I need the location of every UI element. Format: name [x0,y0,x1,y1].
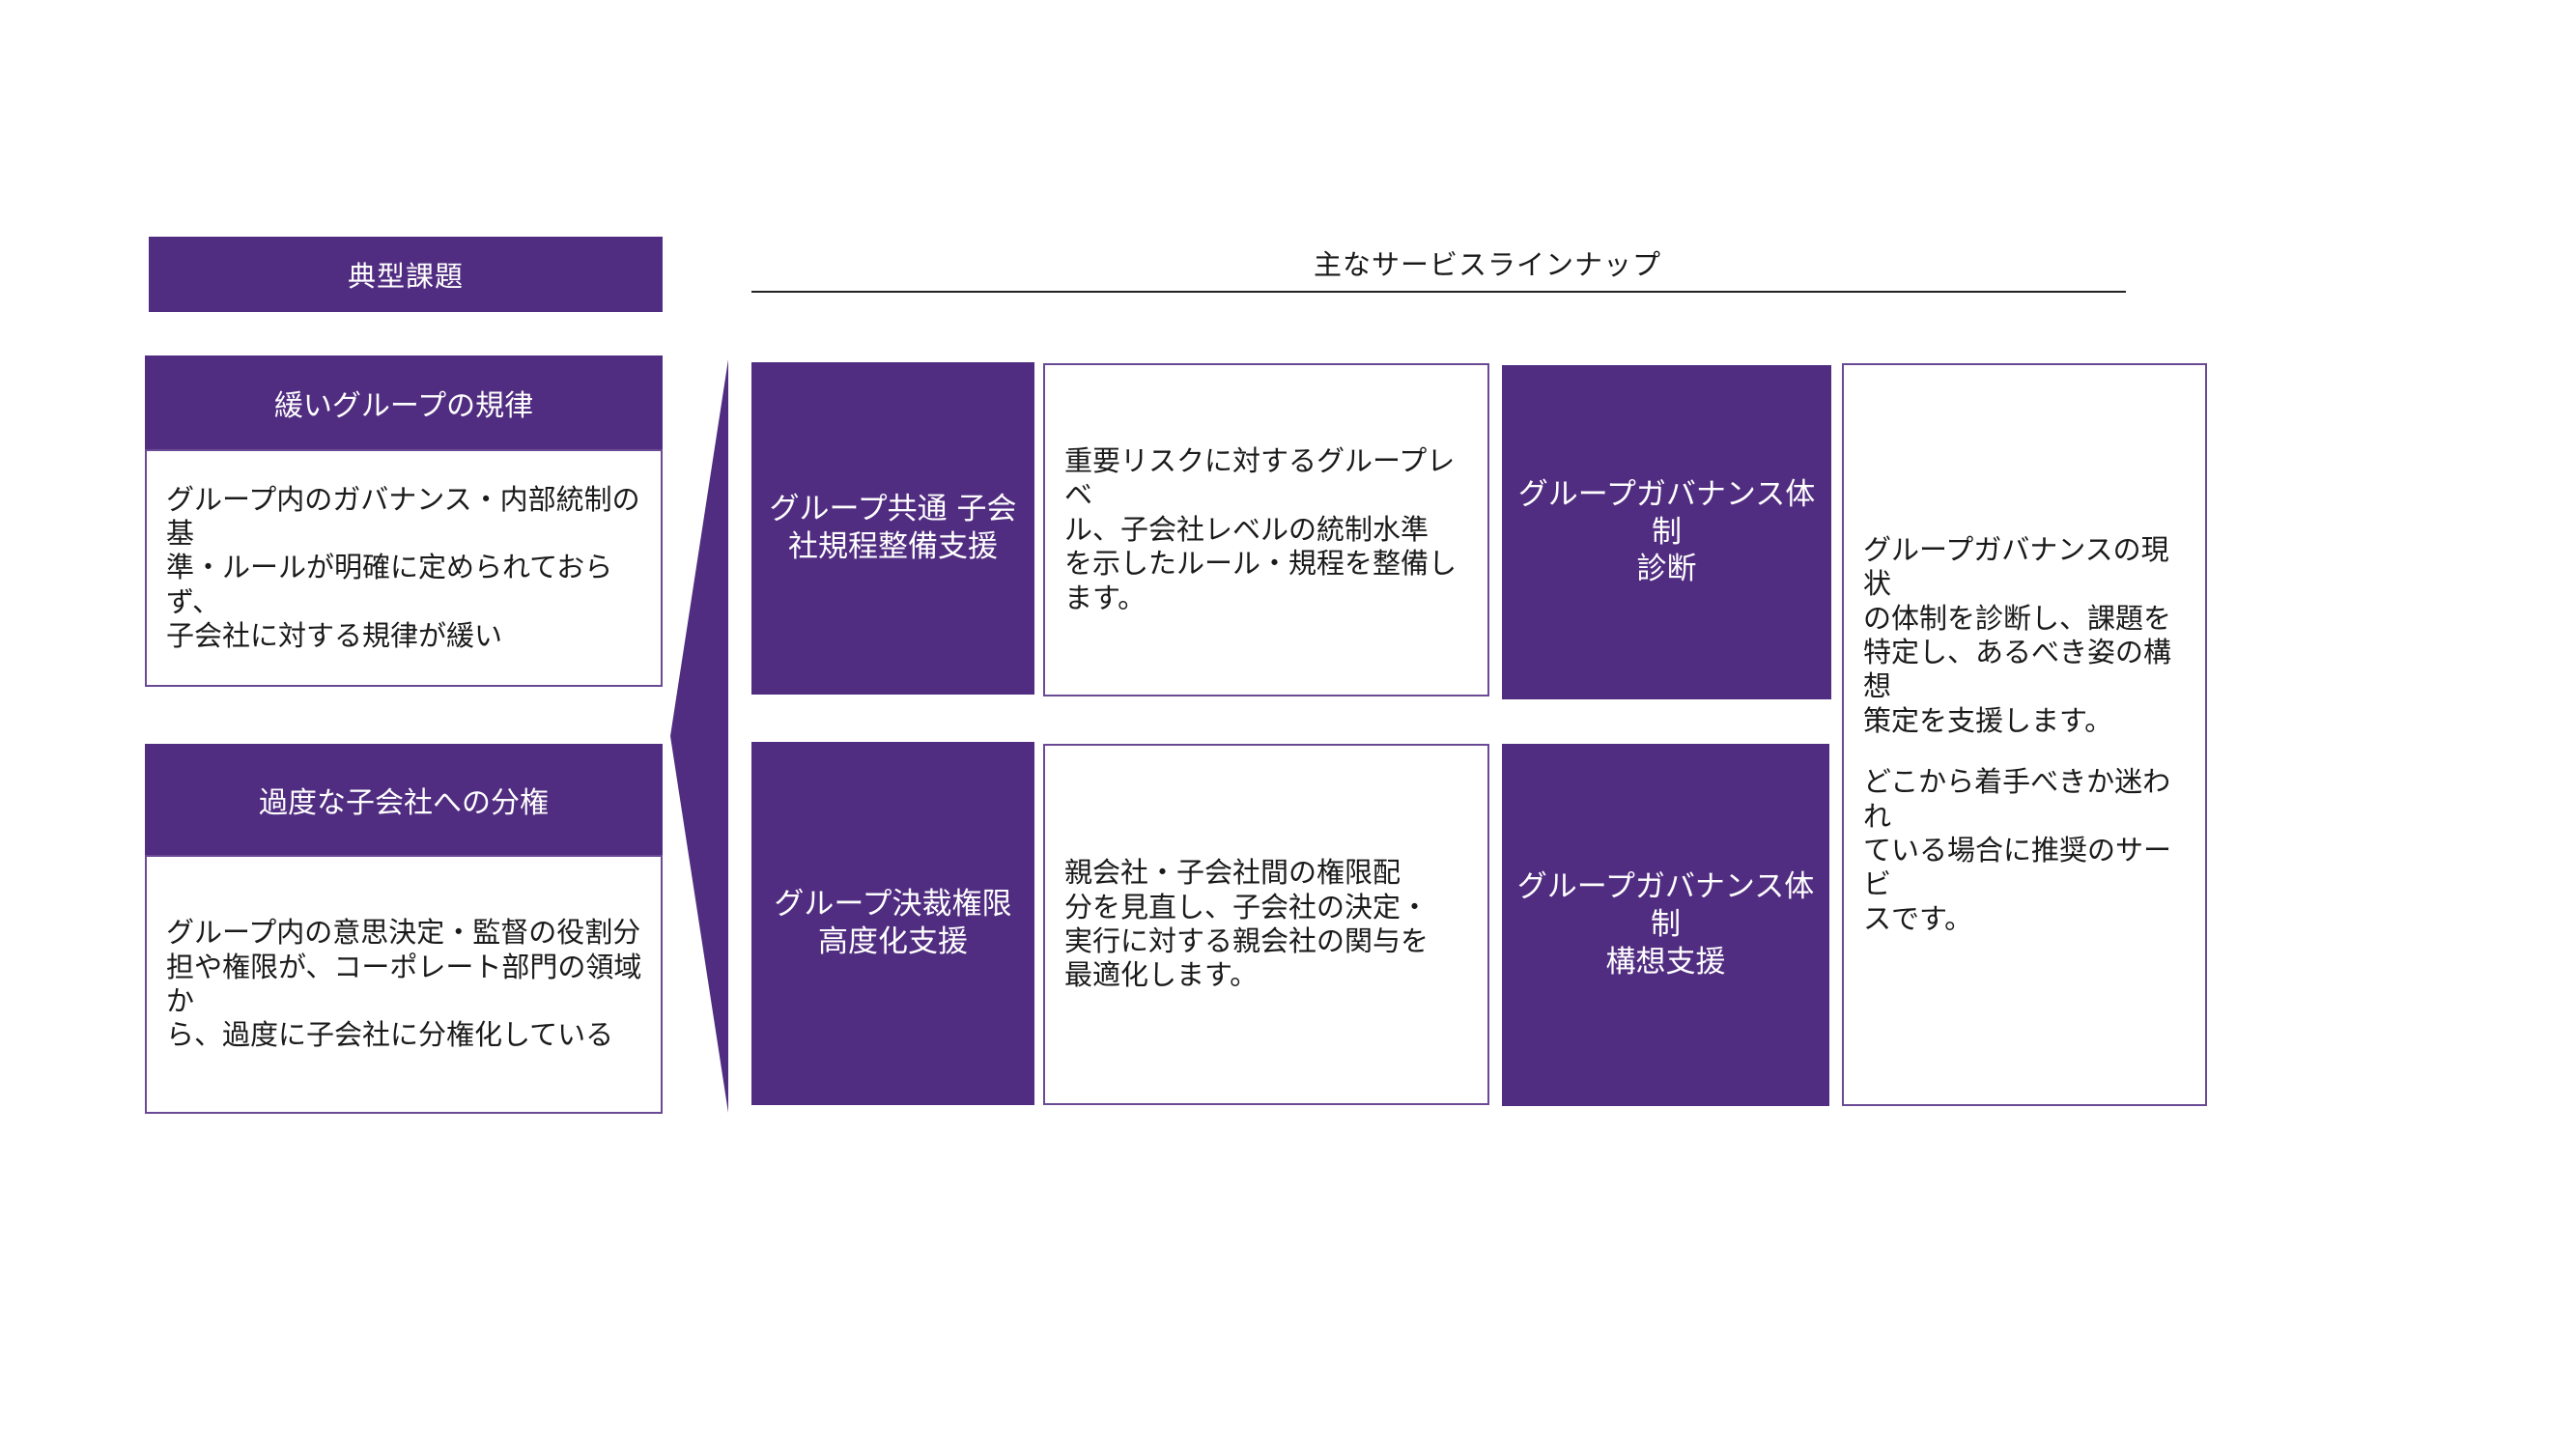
service-governance-description-p2: どこから着手べきか迷われ ている場合に推奨のサービ スです。 [1863,765,2172,935]
service-governance-description-p1: グループガバナンスの現状 の体制を診断し、課題を 特定し、あるべき姿の構想 策定… [1863,532,2172,737]
service-design-title: グループガバナンス体制 構想支援 [1502,744,1829,1106]
service-diagnosis-title: グループガバナンス体制 診断 [1502,365,1831,699]
connector-bracket [670,359,728,1113]
service-governance-description: グループガバナンスの現状 の体制を診断し、課題を 特定し、あるべき姿の構想 策定… [1842,363,2207,1106]
issue-2-title: 過度な子会社への分権 [145,744,663,855]
service-authority-description: 親会社・子会社間の権限配 分を見直し、子会社の決定・ 実行に対する親会社の関与を… [1043,744,1489,1105]
service-authority-title: グループ決裁権限 高度化支援 [751,742,1034,1105]
services-header: 主なサービスラインナップ [1313,248,1661,281]
issue-1-title: 緩いグループの規律 [145,355,663,449]
issue-2-body: グループ内の意思決定・監督の役割分 担や権限が、コーポレート部門の領域か ら、過… [145,855,663,1114]
services-header-rule [751,291,2126,293]
connector-bracket-shape [670,359,728,1113]
service-rules-title: グループ共通 子会 社規程整備支援 [751,362,1034,695]
service-rules-description: 重要リスクに対するグループレベ ル、子会社レベルの統制水準 を示したルール・規程… [1043,363,1489,696]
issue-1-body: グループ内のガバナンス・内部統制の基 準・ルールが明確に定められておらず、 子会… [145,449,663,687]
issues-header: 典型課題 [149,237,663,312]
